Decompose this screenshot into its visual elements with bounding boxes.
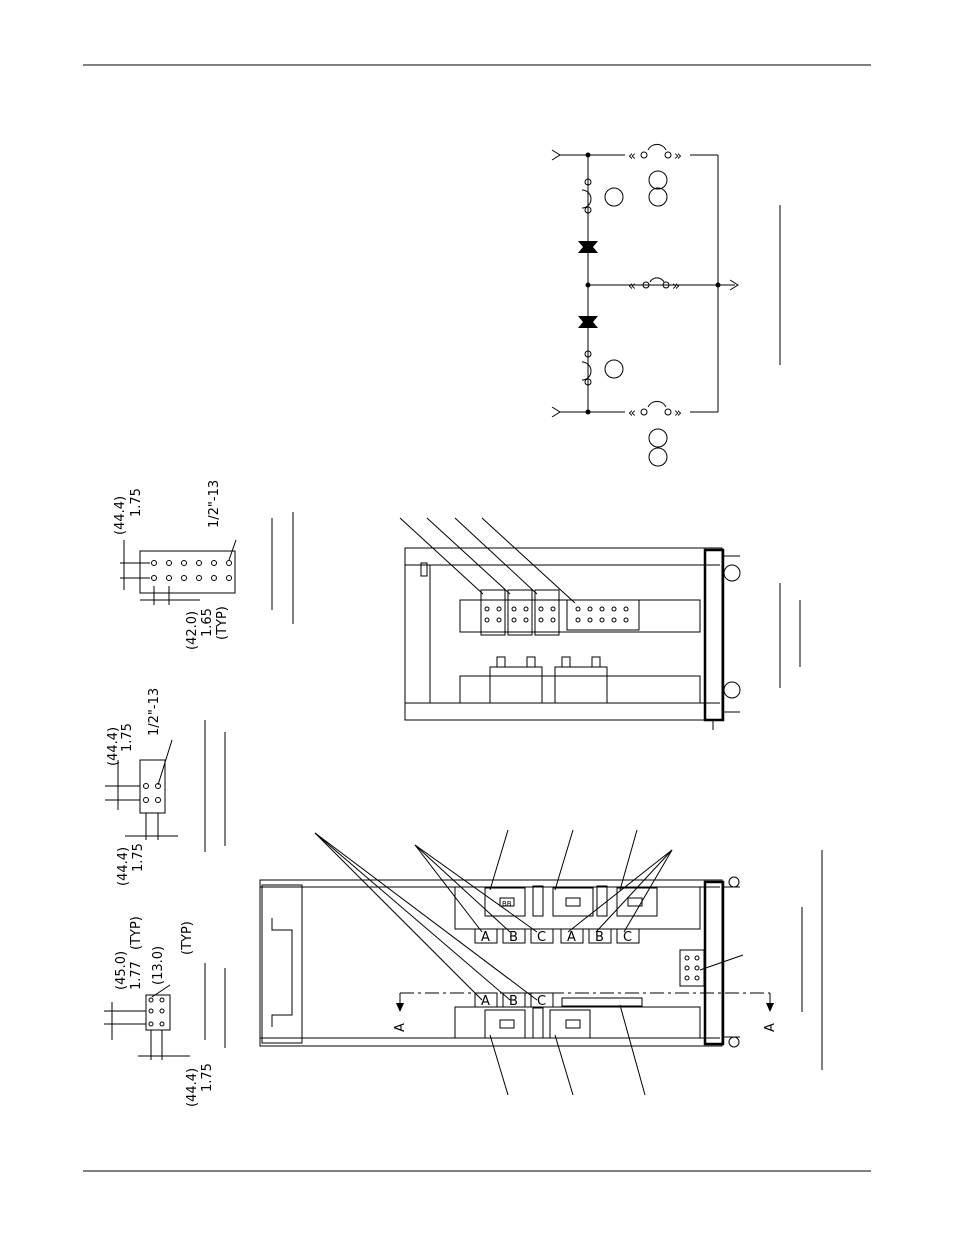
busbar-detail-top: (44.4) 1.75 1/2"-13 (42.0) 1.65 (TYP)	[113, 480, 293, 650]
phase-label: A	[481, 994, 490, 1009]
busbar-detail-low: (45.0) 1.77 (TYP) (13.0) (TYP) (44.4) 1.…	[104, 916, 225, 1107]
pitch-in: 1.65	[200, 608, 215, 637]
dim-a-in: 1.77	[129, 961, 144, 990]
dim-bottom-in: 1.75	[131, 843, 146, 872]
phase-label-row-upper: A B C A B C	[475, 929, 639, 945]
svg-text:«: «	[628, 406, 636, 421]
dim-c-mm: (44.4)	[185, 1068, 200, 1107]
dim-c-in: 1.75	[200, 1063, 215, 1092]
section-arrow-icon	[766, 1003, 774, 1012]
svg-text:«: «	[628, 279, 636, 294]
phase-label: B	[509, 994, 518, 1009]
svg-text:»: »	[674, 149, 682, 164]
phase-label: A	[481, 930, 490, 945]
thread-label: 1/2"-13	[147, 688, 162, 736]
dim-top-in: 1.75	[120, 723, 135, 752]
dim-b-note: (TYP)	[180, 921, 195, 955]
busbar-detail-mid: (44.4) 1.75 1/2"-13 (44.4) 1.75	[105, 688, 225, 886]
phase-label: C	[537, 994, 546, 1009]
dim-b-mm: (13.0)	[151, 946, 166, 985]
dim-bottom-mm: (44.4)	[116, 847, 131, 886]
pitch-mm: (42.0)	[185, 611, 200, 650]
phase-label: B	[509, 930, 518, 945]
section-arrow-icon	[396, 1003, 404, 1012]
caster-wheel-icon	[724, 682, 740, 698]
section-marker-right: A	[763, 1023, 778, 1032]
cabinet-side-view	[400, 518, 800, 730]
busbar-blocks	[481, 590, 639, 635]
dim-top-mm: (44.4)	[113, 496, 128, 535]
caster-wheel-icon	[724, 565, 740, 581]
draw-out-symbol: «	[628, 149, 636, 164]
phase-label: C	[623, 930, 632, 945]
pitch-note: (TYP)	[215, 606, 230, 640]
section-marker-left: A	[393, 1023, 408, 1032]
thread-label: 1/2"-13	[207, 480, 222, 528]
dim-top-in: 1.75	[129, 488, 144, 517]
dim-top-mm: (44.4)	[106, 727, 121, 766]
breaker-label: BB	[502, 900, 512, 908]
svg-text:»: »	[672, 279, 680, 294]
one-line-schematic: « » « » « »	[552, 144, 780, 466]
phase-label: C	[537, 930, 546, 945]
cabinet-front-view: BB A B C A B C A B	[260, 830, 822, 1095]
phase-label-row-lower: A B C	[475, 993, 553, 1009]
dim-a-note: (TYP)	[129, 916, 144, 950]
svg-text:»: »	[674, 406, 682, 421]
dim-a-mm: (45.0)	[114, 951, 129, 990]
